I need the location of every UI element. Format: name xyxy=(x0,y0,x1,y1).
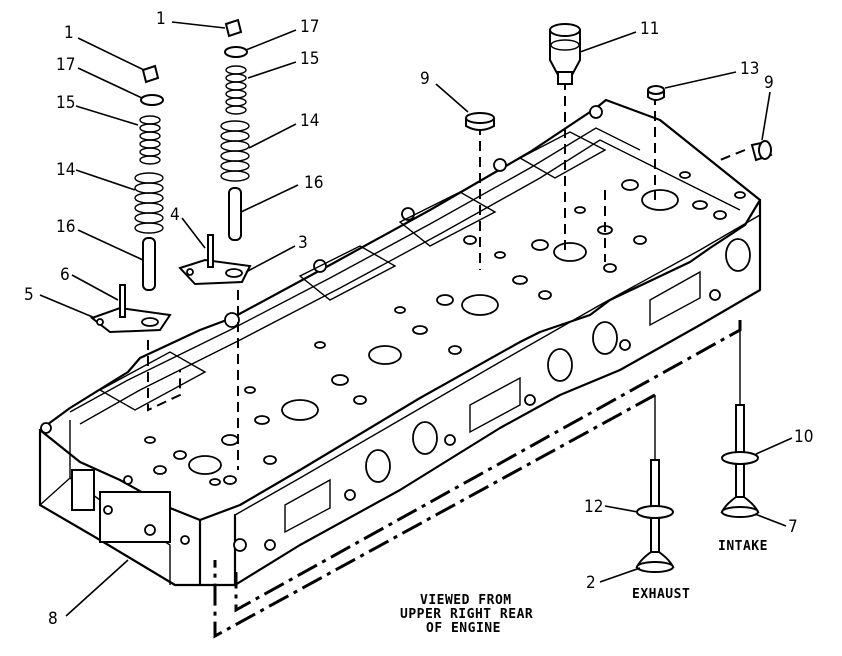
exhaust-seal-ring xyxy=(636,505,674,519)
callout-9a: 9 xyxy=(420,69,430,89)
callout-2: 2 xyxy=(586,573,596,593)
right-valve-stack xyxy=(178,18,252,286)
valve-guide-left xyxy=(142,237,156,291)
callout-1b: 1 xyxy=(156,9,166,29)
callout-17b: 17 xyxy=(300,17,319,37)
callout-11: 11 xyxy=(640,19,659,39)
seal-9-top xyxy=(465,112,495,131)
view-note-line3: OF ENGINE xyxy=(426,621,501,636)
intake-label: INTAKE xyxy=(718,539,768,554)
text-labels: INTAKE EXHAUST VIEWED FROM UPPER RIGHT R… xyxy=(400,539,768,636)
inner-spring-left xyxy=(139,115,161,165)
cylinder-head xyxy=(38,98,762,587)
callout-8: 8 xyxy=(48,609,58,629)
callout-3: 3 xyxy=(298,233,308,253)
callout-16a: 16 xyxy=(56,217,75,237)
callout-14a: 14 xyxy=(56,160,75,180)
valve-keeper-left xyxy=(141,64,160,84)
exhaust-valve xyxy=(635,459,675,573)
callout-9b: 9 xyxy=(764,73,774,93)
callout-14b: 14 xyxy=(300,111,319,131)
inner-spring-right xyxy=(225,65,247,115)
outer-spring-right xyxy=(220,120,250,182)
rotator-plate-left xyxy=(89,284,172,334)
intake-seal-ring xyxy=(721,451,759,465)
outer-spring-left xyxy=(134,172,164,234)
callout-numbers: 1 17 15 14 16 6 5 1 17 15 14 16 4 3 9 11… xyxy=(24,9,813,629)
callout-1a: 1 xyxy=(64,23,74,43)
valve-keeper-right xyxy=(224,18,243,38)
assembly-lines xyxy=(147,80,746,639)
callout-15a: 15 xyxy=(56,93,75,113)
callout-15b: 15 xyxy=(300,49,319,69)
view-note-line1: VIEWED FROM xyxy=(420,593,512,608)
callout-7: 7 xyxy=(788,517,798,537)
leader-lines xyxy=(39,21,793,617)
callout-4: 4 xyxy=(170,205,180,225)
callout-10: 10 xyxy=(794,427,813,447)
callout-6: 6 xyxy=(60,265,70,285)
callout-13: 13 xyxy=(740,59,759,79)
side-ports xyxy=(233,238,751,552)
callout-16b: 16 xyxy=(304,173,323,193)
spring-retainer-right xyxy=(224,46,248,58)
plug-13 xyxy=(647,85,665,101)
seal-9-side xyxy=(750,140,773,162)
exhaust-label: EXHAUST xyxy=(632,587,690,602)
view-note-line2: UPPER RIGHT REAR xyxy=(400,607,533,622)
callout-5: 5 xyxy=(24,285,34,305)
intake-valve xyxy=(720,404,760,518)
valve-guide-right xyxy=(228,187,242,241)
rotator-plate-right xyxy=(178,234,252,286)
callout-12: 12 xyxy=(584,497,603,517)
callout-17a: 17 xyxy=(56,55,75,75)
injector-sleeve xyxy=(549,23,581,85)
left-valve-stack xyxy=(89,64,172,334)
deck-holes xyxy=(144,171,746,486)
spring-retainer-left xyxy=(140,94,164,106)
